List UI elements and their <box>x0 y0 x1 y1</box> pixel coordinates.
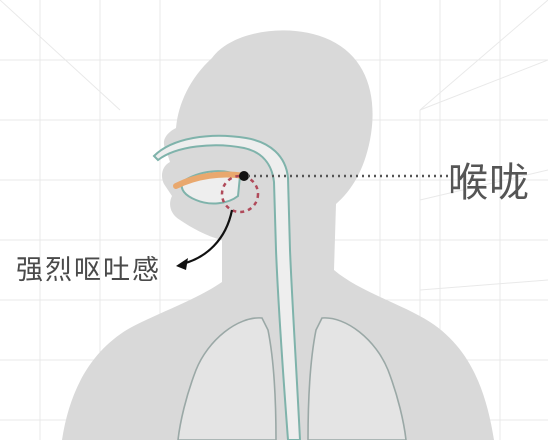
throat-marker-dot <box>239 171 249 181</box>
throat-label: 喉咙 <box>448 150 530 208</box>
reflex-arrowhead <box>176 258 188 270</box>
gag-reflex-label: 强烈呕吐感 <box>16 248 161 287</box>
